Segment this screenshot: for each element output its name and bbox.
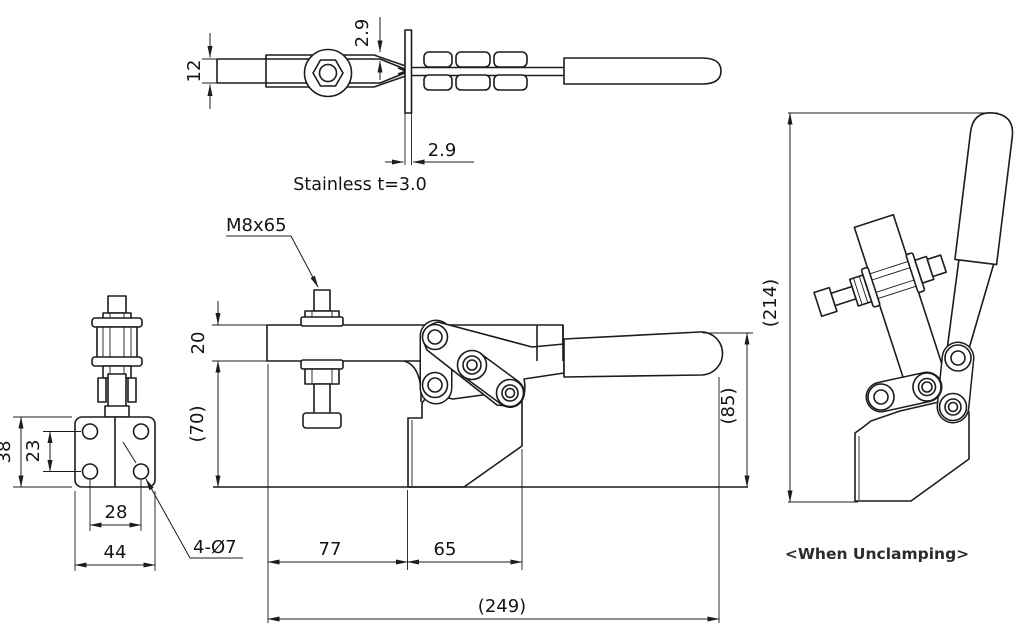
dim-text-28: 28	[105, 502, 128, 523]
holes-label: 4-Ø7	[193, 537, 237, 558]
front-view: M8x65 20 (70) (85) 77 65 (249)	[187, 215, 753, 623]
unclamping-view: (214) <When Unclamping>	[760, 112, 1014, 563]
handle-grip	[563, 331, 724, 378]
dim-text-29-top: 2.9	[352, 19, 373, 48]
spindle-assembly-side	[91, 295, 143, 418]
arm-end-lines	[536, 325, 564, 361]
top-view: 12 2.9 2.9 Stainless t=3.0	[184, 17, 722, 195]
rivet	[947, 401, 959, 413]
dimension-handle-height: (85)	[703, 332, 753, 488]
rivet	[921, 381, 933, 393]
spindle-callout: M8x65	[226, 215, 319, 288]
mounting-hole	[132, 463, 150, 480]
dim-text-23: 23	[23, 440, 44, 463]
dim-text-44: 44	[104, 542, 127, 563]
mounting-hole	[81, 423, 99, 440]
dimension-hole-pitch-horizontal: 28	[89, 480, 142, 531]
dimension-overall-height: (214)	[760, 112, 998, 503]
mounting-hole	[132, 423, 150, 440]
dimension-under-arm-height: (70)	[187, 360, 221, 488]
dim-text-249: (249)	[478, 596, 526, 617]
mounting-hole	[81, 463, 99, 480]
dimension-arm-width: 12	[184, 33, 218, 109]
dimension-base-height: 38	[0, 416, 72, 488]
holes-callout: 4-Ø7	[122, 441, 243, 559]
rivet	[427, 377, 443, 393]
dimension-lengths: 77 65 (249)	[267, 364, 720, 623]
link-tab	[455, 74, 491, 91]
dimension-arm-thickness: 20	[188, 301, 268, 362]
clamp-arm-unclamped	[853, 213, 948, 394]
base-fillet	[403, 360, 422, 402]
dimension-base-width: 44	[74, 491, 156, 571]
dim-text-214: (214)	[760, 279, 781, 327]
dim-text-70: (70)	[187, 406, 208, 443]
dimension-hole-pitch-vertical: 23	[23, 431, 81, 472]
rivet	[504, 387, 516, 399]
link-tab	[455, 51, 491, 68]
rivet	[950, 350, 966, 366]
rivet	[873, 389, 889, 405]
spindle-label: M8x65	[226, 215, 287, 236]
dimension-thickness-top: 2.9	[352, 17, 383, 80]
pivot-hole	[318, 63, 338, 83]
handle-grip-unclamped	[954, 112, 1014, 266]
dim-text-65: 65	[434, 539, 457, 560]
material-note: Stainless t=3.0	[293, 175, 426, 195]
link-tab	[493, 51, 528, 68]
arm-bar-lines	[216, 58, 407, 84]
dim-text-38: 38	[0, 441, 15, 464]
dim-text-77: 77	[319, 539, 342, 560]
plate-extension-lines	[404, 113, 412, 165]
unclamping-caption: <When Unclamping>	[785, 545, 969, 563]
dim-text-12: 12	[184, 60, 205, 83]
handle-shaft-unclamped	[946, 258, 995, 353]
link-tab	[423, 74, 453, 91]
rivet	[427, 329, 443, 345]
link-tab	[493, 74, 528, 91]
handle-grip-top	[563, 57, 722, 85]
spindle-assembly-front	[300, 289, 344, 429]
dimension-thickness-bottom: 2.9	[385, 140, 474, 165]
link-tab	[423, 51, 453, 68]
rivet	[466, 359, 478, 371]
dim-text-29-bottom: 2.9	[428, 140, 457, 161]
vertical-plate-edge	[404, 29, 413, 114]
side-view: 38 23 28 44 4-Ø7	[0, 295, 243, 571]
dim-text-20: 20	[188, 332, 209, 355]
dim-text-85: (85)	[718, 388, 739, 425]
